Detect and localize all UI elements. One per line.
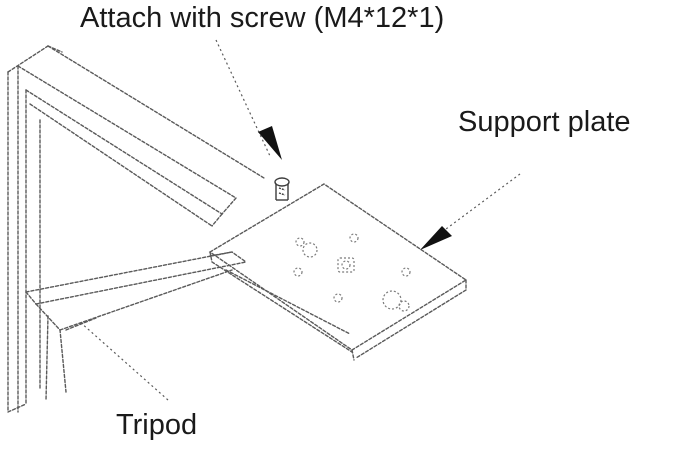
- screw-label: Attach with screw (M4*12*1): [80, 2, 445, 34]
- wall-bracket-post: [7, 45, 63, 413]
- center-nut: [337, 257, 355, 273]
- plate-hole: [401, 267, 411, 277]
- plate-hole: [382, 290, 402, 310]
- support-plate: [208, 183, 468, 361]
- screw-leader-line: [215, 39, 271, 157]
- bracket-arm: [17, 45, 265, 227]
- plate-hole: [293, 267, 303, 277]
- plate-leader-line: [441, 173, 521, 233]
- center-nut-bore: [341, 260, 351, 270]
- tripod-label: Tripod: [116, 409, 198, 441]
- screw-arrow: [258, 126, 282, 160]
- tripod-leader-line: [79, 321, 169, 401]
- plate-arrow: [420, 226, 452, 250]
- plate-hole: [333, 293, 343, 303]
- plate-hole: [295, 237, 305, 247]
- plate-hole: [349, 233, 359, 243]
- screw: [274, 177, 290, 201]
- tripod-frame: [25, 251, 351, 401]
- support-plate-label: Support plate: [458, 106, 631, 138]
- plate-hole: [302, 242, 318, 258]
- plate-hole: [398, 300, 410, 312]
